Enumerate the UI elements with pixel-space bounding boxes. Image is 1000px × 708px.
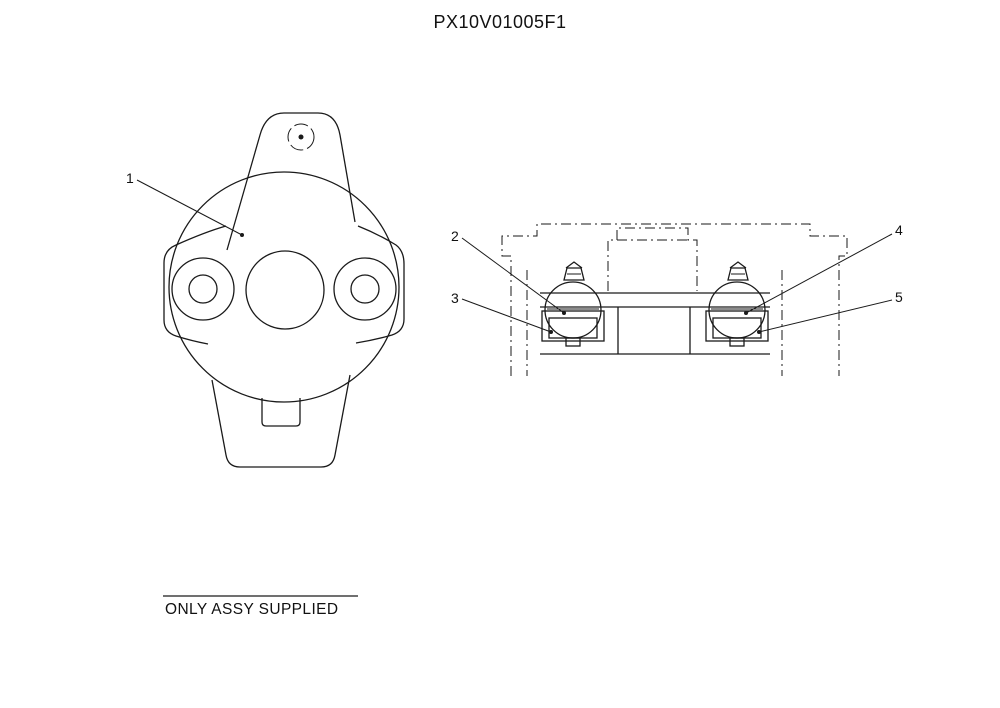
callout-5: 5 (895, 289, 903, 305)
callout-2: 2 (451, 228, 459, 244)
front-view-part (136, 112, 405, 468)
supply-note: ONLY ASSY SUPPLIED (165, 601, 338, 618)
section-view-assembly (461, 223, 893, 376)
callout-4: 4 (895, 222, 903, 238)
callout-3: 3 (451, 290, 459, 306)
drawing-id: PX10V01005F1 (433, 12, 567, 32)
callout-1: 1 (126, 170, 134, 186)
